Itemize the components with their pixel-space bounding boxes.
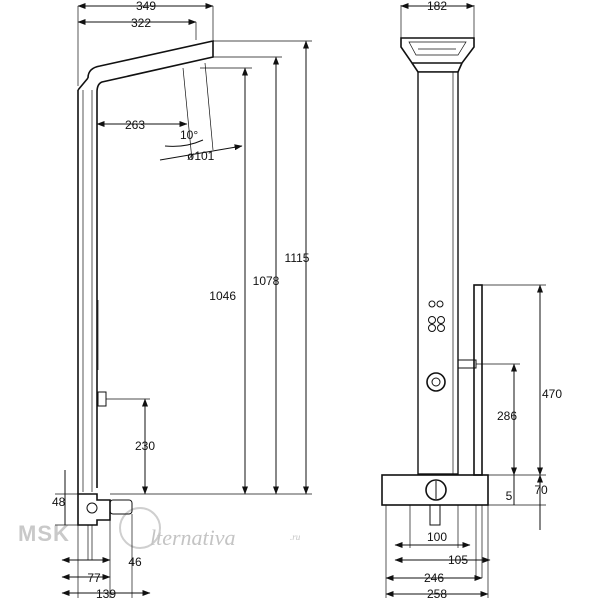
side-handle bbox=[97, 391, 107, 407]
spray-angle-line-1 bbox=[182, 67, 193, 161]
watermark-script: lternativa bbox=[150, 525, 236, 550]
body-jets-upper bbox=[428, 300, 445, 332]
spray-angle-line-2 bbox=[204, 62, 214, 151]
angle-arc bbox=[164, 139, 204, 147]
label-263: 263 bbox=[125, 118, 145, 132]
front-outlet bbox=[429, 505, 441, 526]
label-1046: 1046 bbox=[209, 289, 236, 303]
label-182: 182 bbox=[427, 0, 447, 13]
label-139: 139 bbox=[96, 587, 116, 600]
label-105: 105 bbox=[448, 553, 468, 567]
jet-icon bbox=[428, 300, 436, 308]
label-1115: 1115 bbox=[285, 251, 310, 265]
side-bottom-box bbox=[77, 493, 111, 526]
watermark: MSK lternativa .ru bbox=[18, 507, 301, 550]
jet-icon bbox=[437, 316, 445, 324]
label-angle: 10° bbox=[180, 128, 198, 142]
label-258: 258 bbox=[427, 587, 447, 600]
watermark-logo-ring bbox=[119, 507, 161, 549]
label-322: 322 bbox=[131, 16, 151, 30]
jet-icon bbox=[428, 324, 436, 332]
side-head-corner bbox=[77, 77, 89, 91]
label-diameter: ø101 bbox=[187, 149, 215, 163]
dim-line-dia bbox=[159, 144, 243, 161]
label-1078: 1078 bbox=[253, 274, 280, 288]
label-5: 5 bbox=[506, 489, 513, 503]
jet-icon bbox=[428, 316, 436, 324]
label-48: 48 bbox=[52, 495, 66, 509]
control-knob bbox=[426, 372, 446, 392]
front-view: 182 470 286 5 70 100 105 246 258 bbox=[381, 0, 562, 600]
side-view: 349 322 263 10° ø101 1046 1078 1115 230 … bbox=[52, 0, 312, 600]
front-neck bbox=[411, 62, 463, 73]
label-230: 230 bbox=[135, 439, 155, 453]
label-349: 349 bbox=[136, 0, 156, 13]
front-column bbox=[417, 71, 459, 475]
label-46: 46 bbox=[128, 555, 142, 569]
jet-icon bbox=[437, 324, 445, 332]
label-100: 100 bbox=[427, 530, 447, 544]
watermark-suffix: .ru bbox=[290, 532, 301, 542]
hand-shower-rail bbox=[473, 284, 483, 476]
control-knob-center bbox=[431, 377, 441, 387]
side-head-profile bbox=[87, 40, 214, 488]
label-470: 470 bbox=[542, 387, 562, 401]
thermostat-knob bbox=[425, 479, 447, 501]
label-77: 77 bbox=[87, 571, 101, 585]
front-head-inner bbox=[408, 41, 467, 56]
side-inlet bbox=[109, 499, 133, 515]
side-valve bbox=[86, 502, 98, 514]
label-70: 70 bbox=[534, 483, 548, 497]
label-246: 246 bbox=[424, 571, 444, 585]
label-286: 286 bbox=[497, 409, 517, 423]
jet-icon bbox=[436, 300, 444, 308]
front-base bbox=[381, 474, 489, 506]
